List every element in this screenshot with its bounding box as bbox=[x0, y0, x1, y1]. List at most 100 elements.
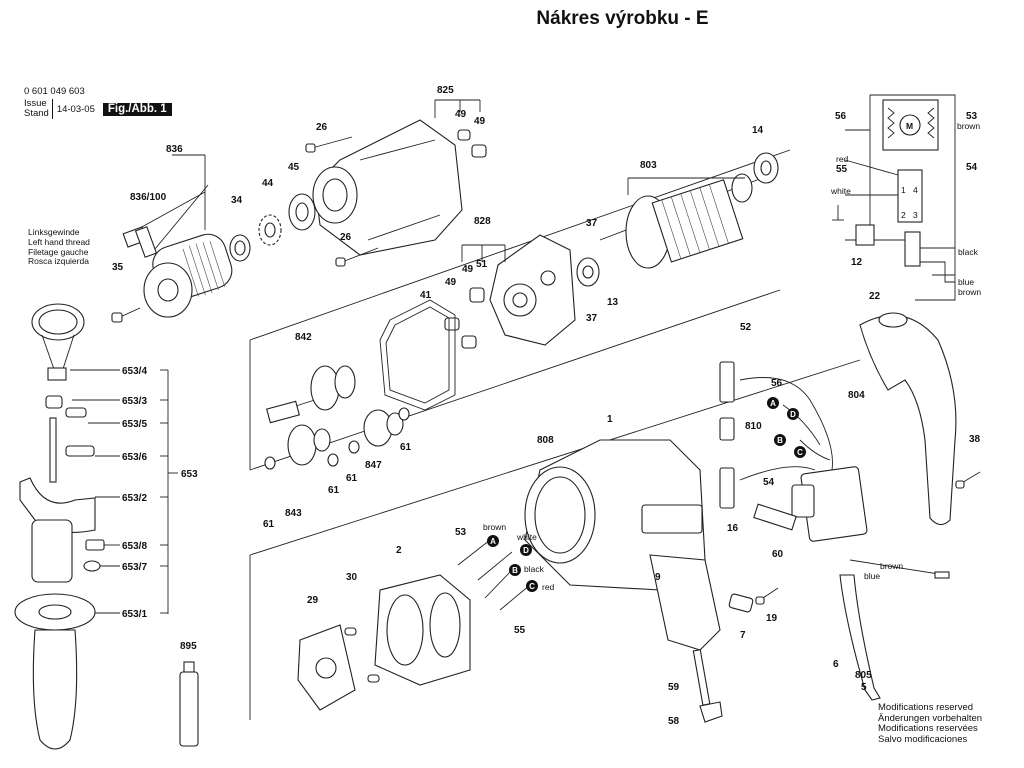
wire-label-black: black bbox=[524, 564, 545, 574]
gear-842 bbox=[266, 365, 356, 424]
schematic-brown: brown bbox=[957, 121, 980, 131]
wire-code-badges: A D B C A D B C bbox=[487, 397, 806, 592]
cover-plate-60 bbox=[753, 503, 797, 531]
wire-label-red: red bbox=[542, 582, 555, 592]
lh-note-line: Rosca izquierda bbox=[28, 256, 89, 267]
label-842: 842 bbox=[295, 332, 312, 343]
label-30: 30 bbox=[346, 572, 358, 583]
chuck-key-836-100 bbox=[134, 191, 206, 258]
field-stator bbox=[374, 574, 471, 686]
label-26: 26 bbox=[340, 232, 352, 243]
stand-label: Stand bbox=[24, 108, 49, 119]
figure-badge: Fig./Abb. 1 bbox=[102, 102, 172, 116]
label-847: 847 bbox=[365, 460, 382, 471]
leader-bracket-836 bbox=[172, 154, 206, 230]
label-44: 44 bbox=[262, 178, 274, 189]
grease-tube-895 bbox=[179, 661, 199, 747]
label-26: 26 bbox=[316, 122, 328, 133]
gear-843 bbox=[287, 424, 331, 466]
drill-chuck bbox=[122, 184, 233, 318]
wire-label-brown: brown bbox=[880, 561, 903, 571]
label-653-8: 653/8 bbox=[122, 541, 147, 552]
label-53: 53 bbox=[455, 527, 467, 538]
label-59: 59 bbox=[668, 682, 680, 693]
carbon-brush-810 bbox=[719, 417, 735, 441]
label-19: 19 bbox=[766, 613, 778, 624]
brush-holder-top bbox=[719, 361, 735, 403]
label-51: 51 bbox=[476, 259, 488, 270]
leader-bracket-828 bbox=[461, 244, 506, 262]
label-5: 5 bbox=[861, 682, 867, 693]
schematic-black: black bbox=[958, 247, 979, 257]
terminal-3: 3 bbox=[913, 210, 918, 220]
terminal-4: 4 bbox=[913, 185, 918, 195]
wiring-harness bbox=[739, 377, 833, 481]
mods-line: Modifications reservées bbox=[878, 723, 978, 734]
wire-badge-label: A bbox=[770, 399, 776, 408]
gear-housing bbox=[312, 119, 463, 256]
wire-badge-label: C bbox=[797, 448, 803, 457]
label-49: 49 bbox=[474, 116, 486, 127]
label-60: 60 bbox=[772, 549, 784, 560]
wire-badge-label: D bbox=[523, 546, 529, 555]
label-37: 37 bbox=[586, 218, 598, 229]
needle-bearing-49-top bbox=[457, 129, 487, 158]
motor-symbol: M bbox=[906, 121, 913, 131]
label-54: 54 bbox=[763, 477, 775, 488]
label-843: 843 bbox=[285, 508, 302, 519]
label-808: 808 bbox=[537, 435, 554, 446]
wire-badge-label: B bbox=[777, 436, 783, 445]
ring-34 bbox=[229, 234, 251, 262]
bearing-plate bbox=[444, 234, 576, 349]
label-41: 41 bbox=[420, 290, 432, 301]
wire-label-brown: brown bbox=[483, 522, 506, 532]
label-13: 13 bbox=[607, 297, 619, 308]
label-836: 836 bbox=[166, 144, 183, 155]
terminal-2: 2 bbox=[901, 210, 906, 220]
wiring-schematic bbox=[832, 94, 956, 301]
label-653-5: 653/5 bbox=[122, 419, 147, 430]
label-805: 805 bbox=[855, 670, 872, 681]
screw-35 bbox=[111, 307, 141, 323]
label-55: 55 bbox=[514, 625, 526, 636]
label-653-4: 653/4 bbox=[122, 366, 147, 377]
switch-804 bbox=[791, 466, 868, 542]
issue-date: 14-03-05 bbox=[56, 103, 95, 115]
schematic-brown: brown bbox=[958, 287, 981, 297]
handle-22 bbox=[859, 312, 957, 526]
label-56: 56 bbox=[771, 378, 783, 389]
label-653-1: 653/1 bbox=[122, 609, 147, 620]
screw-59 bbox=[692, 649, 711, 706]
issue-label: Issue bbox=[24, 98, 47, 109]
baffle-29 bbox=[297, 624, 356, 711]
part-number: 0 601 049 603 bbox=[24, 86, 85, 97]
terminal-set bbox=[457, 539, 531, 611]
label-49: 49 bbox=[462, 264, 474, 275]
wire-color-labels: brown white black red brown blue bbox=[483, 522, 903, 592]
label-29: 29 bbox=[307, 595, 319, 606]
leader-653-bracket bbox=[70, 369, 178, 614]
leader-bracket-803 bbox=[627, 177, 745, 195]
label-653-3: 653/3 bbox=[122, 396, 147, 407]
label-653: 653 bbox=[181, 469, 198, 480]
depth-stop-rod bbox=[45, 395, 95, 483]
label-49: 49 bbox=[455, 109, 467, 120]
label-1: 1 bbox=[607, 414, 613, 425]
modifications-note: Modifications reserved Änderungen vorbeh… bbox=[878, 702, 982, 745]
label-12: 12 bbox=[851, 257, 863, 268]
wire-badge-label: D bbox=[790, 410, 796, 419]
label-58: 58 bbox=[668, 716, 680, 727]
wire-badge-label: C bbox=[529, 582, 535, 591]
wire-badge-label: A bbox=[490, 537, 496, 546]
schematic-red: red bbox=[836, 154, 849, 164]
page-title: Nákres výrobku - E bbox=[536, 8, 709, 29]
label-7: 7 bbox=[740, 630, 746, 641]
label-653-2: 653/2 bbox=[122, 493, 147, 504]
label-828: 828 bbox=[474, 216, 491, 227]
label-16: 16 bbox=[727, 523, 739, 534]
clamp-7 bbox=[728, 593, 754, 613]
wire-label-white: white bbox=[516, 532, 537, 542]
label-825: 825 bbox=[437, 85, 454, 96]
schematic-blue: blue bbox=[958, 277, 974, 287]
